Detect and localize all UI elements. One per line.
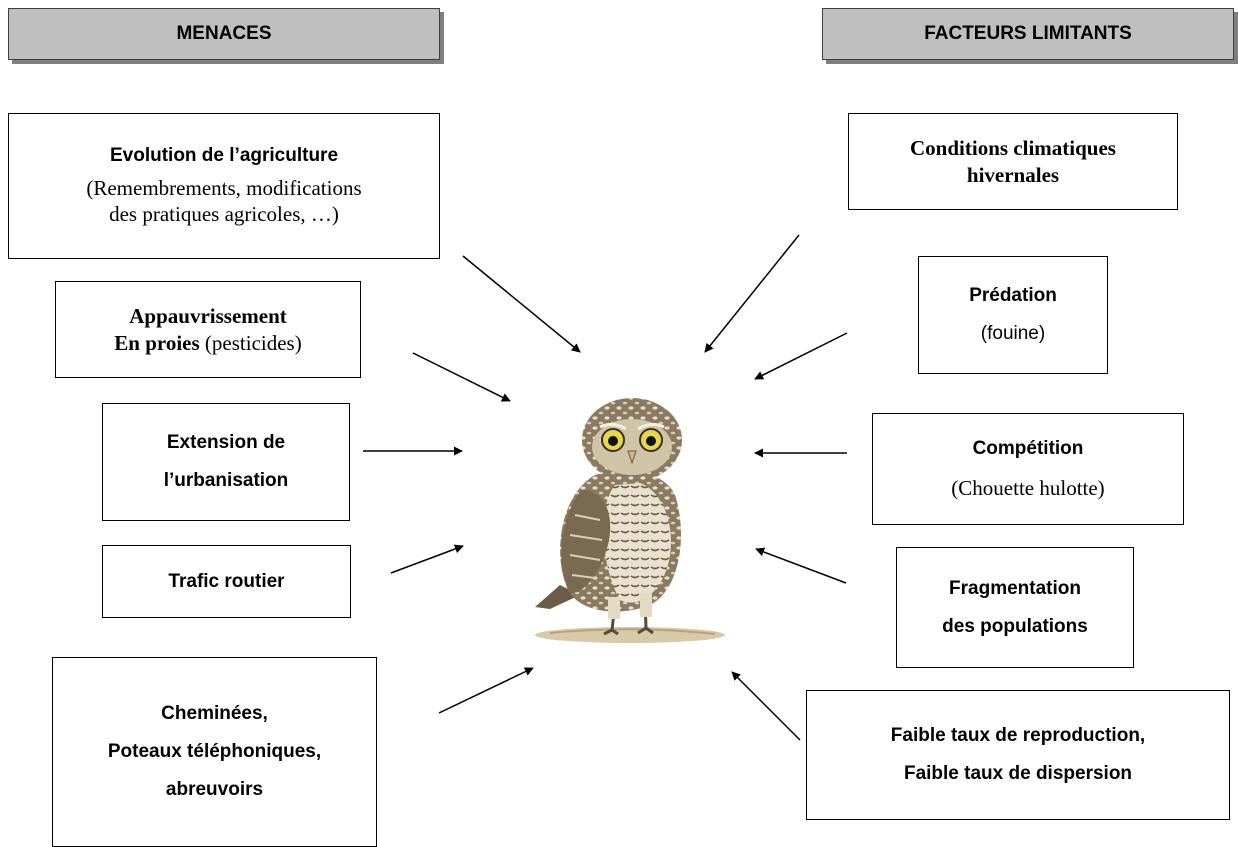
owl-breast [603,483,671,603]
factor-competition-box: Compétition (Chouette hulotte) [872,413,1184,525]
factor-climate-line1: Conditions climatiques [910,136,1116,161]
arrow-predation [754,332,848,380]
threat-agriculture-detail-line1: (Remembrements, modifications [86,175,362,200]
arrow-structures [438,667,534,714]
factor-reproduction-line2: Faible taux de dispersion [903,763,1133,784]
threat-prey-line2-rest: (pesticides) [199,330,302,355]
threat-structures-line1: Cheminées, [161,703,268,724]
threat-traffic-box: Trafic routier [102,545,351,618]
threat-traffic-label: Trafic routier [168,570,285,592]
header-facteurs-limitants: FACTEURS LIMITANTS [822,8,1234,60]
threat-structures-box: Cheminées, Poteaux téléphoniques, abreuv… [52,657,377,847]
factor-predation-title: Prédation [969,285,1057,306]
factor-fragmentation-box: Fragmentation des populations [896,547,1134,668]
factor-climate-line2: hivernales [966,162,1060,187]
threat-prey-line2-bold: En proies [114,330,200,355]
threat-structures-line2: Poteaux téléphoniques, [107,741,322,762]
threat-agriculture-detail-line2: des pratiques agricoles, …) [109,202,339,226]
header-menaces-label: MENACES [176,23,272,44]
threat-prey-box: Appauvrissement En proies (pesticides) [55,281,361,378]
factor-predation-detail: (fouine) [980,323,1046,344]
factor-fragmentation-line1: Fragmentation [949,577,1081,599]
header-facteurs-label: FACTEURS LIMITANTS [924,23,1132,44]
threat-prey-line1: Appauvrissement [129,304,287,329]
threat-agriculture-title: Evolution de l’agriculture [109,144,339,166]
factor-fragmentation-line2: des populations [942,615,1088,637]
header-menaces: MENACES [8,8,440,60]
threat-urbanisation-line2: l’urbanisation [163,470,289,491]
factor-reproduction-box: Faible taux de reproduction, Faible taux… [806,690,1230,820]
arrow-reproduction [731,671,801,741]
threat-prey-line2: En proies (pesticides) [114,330,301,356]
arrow-prey [412,352,511,402]
owl-illustration [535,398,725,643]
arrow-agriculture [462,255,581,353]
threat-structures-line3: abreuvoirs [165,779,264,800]
owl-wing [561,490,611,594]
factor-reproduction-line1: Faible taux de reproduction, [890,725,1146,746]
factor-climate-box: Conditions climatiques hivernales [848,113,1178,210]
threat-agriculture-detail: (Remembrements, modifications des pratiq… [86,175,361,228]
arrow-fragmentation [755,547,847,584]
arrow-climate [704,234,800,353]
threat-urbanisation-line1: Extension de [166,432,286,453]
factor-predation-box: Prédation (fouine) [918,256,1108,374]
arrow-traffic [390,544,464,574]
factor-competition-detail: (Chouette hulotte) [951,475,1105,500]
owl-beak [627,450,637,465]
threat-urbanisation-box: Extension de l’urbanisation [102,403,350,521]
factor-competition-title: Compétition [972,437,1084,459]
threat-agriculture-box: Evolution de l’agriculture (Remembrement… [8,113,440,259]
